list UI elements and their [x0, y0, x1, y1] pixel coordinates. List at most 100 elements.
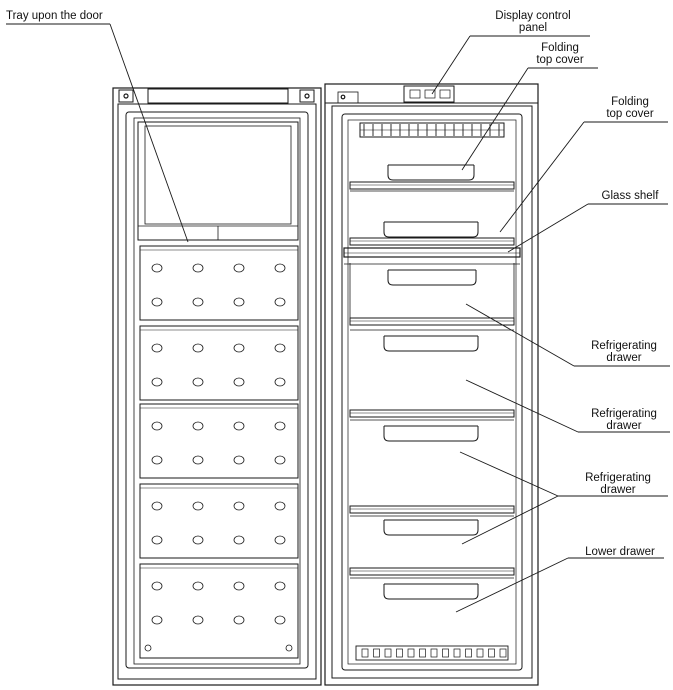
door-dimple-1-2-3	[233, 297, 245, 307]
door-dimple-2-2-4	[274, 377, 286, 387]
door-outer-frame	[112, 87, 322, 686]
label-folding-top-cover-1: Folding top cover	[536, 42, 584, 66]
door-dimple-2-2-3	[233, 377, 245, 387]
bottom-slot-1	[361, 648, 369, 658]
door-compartment-3	[139, 403, 299, 479]
door-compartment-1	[139, 245, 299, 321]
label-glass-shelf: Glass shelf	[601, 190, 659, 202]
door-dimple-2-1-1	[151, 343, 163, 353]
door-dimple-4-1-2	[192, 501, 204, 511]
door-tray-inner	[144, 125, 292, 225]
door-liner	[133, 117, 301, 665]
shelf-cover-1	[349, 181, 515, 190]
cabinet-hinge-screw	[340, 94, 346, 100]
door-dimple-4-2-1	[151, 535, 163, 545]
label-display-control-panel: Display control panel	[495, 10, 571, 34]
leader-lower	[455, 557, 569, 613]
door-dimple-1-2-1	[151, 297, 163, 307]
door-dimple-5-1-2	[192, 581, 204, 591]
bottom-slot-4	[396, 648, 403, 658]
door-hinge-screw-left	[123, 93, 129, 99]
display-control-panel	[403, 85, 455, 103]
door-dimple-3-2-2	[192, 455, 204, 465]
door-compartment-5	[139, 563, 299, 659]
door-dimple-4-1-4	[274, 501, 286, 511]
bottom-slot-11	[476, 648, 484, 658]
door-dimple-1-1-2	[192, 263, 204, 273]
door-inner-frame	[117, 103, 317, 680]
leader-lines	[6, 23, 670, 613]
door-dimple-1-1-1	[151, 263, 163, 273]
door-compartment-4	[139, 483, 299, 559]
display-button-1	[409, 89, 421, 99]
display-button-2	[424, 89, 436, 99]
label-refrigerating-drawer-2: Refrigerating drawer	[591, 408, 657, 432]
drawer-handle-lower	[383, 584, 479, 600]
door-dimple-4-1-1	[151, 501, 163, 511]
door-dimple-3-1-2	[192, 421, 204, 431]
drawer-handle-drawer-3	[383, 426, 479, 442]
bottom-slot-3	[384, 648, 392, 658]
cabinet-liner	[341, 113, 523, 671]
door-dimple-5-2-3	[233, 615, 245, 625]
cabinet-body	[324, 83, 539, 686]
door-compartment-2	[139, 325, 299, 401]
bottom-slot-7	[430, 648, 438, 658]
door-tray	[137, 121, 299, 241]
leader-glass	[507, 203, 589, 253]
glass-shelf	[343, 247, 521, 258]
door-dimple-2-1-2	[192, 343, 204, 353]
bottom-slot-6	[419, 648, 426, 658]
bottom-slot-12	[488, 648, 495, 658]
door-dimple-1-2-4	[274, 297, 286, 307]
bottom-slot-5	[407, 648, 415, 658]
leader-drawer3b	[461, 495, 559, 545]
door-dimple-3-2-4	[274, 455, 286, 465]
label-refrigerating-drawer-1: Refrigerating drawer	[591, 340, 657, 364]
shelf-drawer-1	[349, 317, 515, 326]
cabinet-hinge-left	[337, 91, 359, 104]
door-dimple-3-2-3	[233, 455, 245, 465]
door-dimple-2-1-3	[233, 343, 245, 353]
drawer-handle-drawer-2	[383, 336, 479, 352]
leader-cover1	[461, 67, 529, 171]
shelf-cover-2	[349, 237, 515, 246]
display-button-3	[439, 89, 451, 99]
leader-drawer2	[465, 379, 579, 433]
door-dimple-3-1-1	[151, 421, 163, 431]
drawer-handle-drawer-1	[387, 270, 477, 286]
door-dimple-5-1-4	[274, 581, 286, 591]
bottom-slot-8	[442, 648, 449, 658]
door-dimple-3-2-1	[151, 455, 163, 465]
door-dimple-5-2-2	[192, 615, 204, 625]
cabinet-liner-inner	[347, 119, 517, 665]
drawer-handle-drawer-3b	[383, 520, 479, 536]
door-dimple-1-1-4	[274, 263, 286, 273]
door-dimple-4-2-4	[274, 535, 286, 545]
door-top-bar	[147, 88, 289, 104]
leader-drawer1	[465, 303, 575, 367]
door-dimple-3-1-3	[233, 421, 245, 431]
bottom-slot-13	[499, 648, 507, 658]
door-hinge-screw-right	[304, 93, 310, 99]
leader-drawer3a	[459, 451, 559, 497]
leader-tray	[109, 23, 189, 243]
door-gasket	[125, 111, 309, 669]
bottom-slot-9	[453, 648, 461, 658]
cabinet-inner-frame	[331, 105, 533, 679]
leader-display	[431, 35, 471, 95]
shelf-lower	[349, 567, 515, 576]
door-dimple-2-1-4	[274, 343, 286, 353]
door-dimple-5-2-4	[274, 615, 286, 625]
bottom-grille	[355, 645, 509, 661]
door-bottom-screw-right	[285, 644, 293, 652]
door-dimple-2-2-2	[192, 377, 204, 387]
door-dimple-1-2-2	[192, 297, 204, 307]
door-dimple-4-2-2	[192, 535, 204, 545]
bottom-slot-10	[465, 648, 472, 658]
bottom-slot-2	[373, 648, 380, 658]
label-lower-drawer: Lower drawer	[585, 546, 655, 558]
door-bottom-screw-left	[144, 644, 152, 652]
drawer-handle-cover-2	[383, 222, 479, 238]
